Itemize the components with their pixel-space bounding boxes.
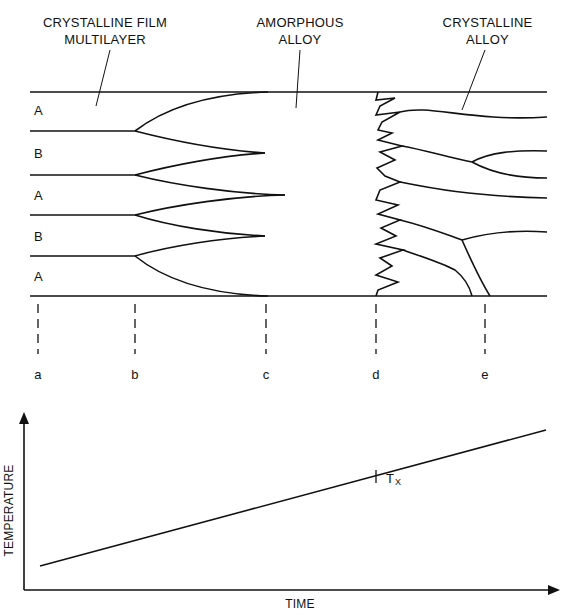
layer-label: A bbox=[34, 102, 43, 119]
amorphous-front bbox=[135, 236, 265, 256]
axis-arrowhead bbox=[548, 585, 560, 595]
grain-boundary bbox=[400, 182, 547, 198]
x-axis bbox=[24, 589, 552, 591]
amorphous-front bbox=[135, 131, 265, 153]
region-label: CRYSTALLINE FILM MULTILAYER bbox=[30, 14, 180, 48]
region-label: AMORPHOUS ALLOY bbox=[245, 14, 355, 48]
grain-boundary bbox=[462, 231, 547, 240]
time-point-label: e bbox=[481, 366, 488, 383]
axis-arrowhead bbox=[19, 412, 29, 424]
y-axis bbox=[23, 418, 25, 590]
leader-line bbox=[462, 50, 485, 110]
axis-title: TIME bbox=[285, 596, 314, 613]
amorphous-front bbox=[135, 153, 265, 175]
tx-tick bbox=[375, 470, 376, 483]
tx-subscript: X bbox=[395, 477, 401, 488]
film-bottom-line bbox=[30, 295, 547, 297]
region-label: CRYSTALLINE ALLOY bbox=[430, 14, 545, 48]
amorphous-front bbox=[135, 215, 265, 236]
temperature-ramp bbox=[40, 430, 546, 566]
layer-label: A bbox=[34, 187, 43, 204]
grain-boundary bbox=[400, 110, 547, 118]
leader-line bbox=[96, 50, 110, 106]
grain-boundary bbox=[402, 146, 472, 162]
interface-line bbox=[30, 174, 135, 176]
time-marker bbox=[265, 304, 266, 354]
layer-label: A bbox=[34, 268, 43, 285]
grain-boundary bbox=[472, 151, 547, 162]
axis-title: TEMPERATURE bbox=[2, 464, 19, 556]
crystallization-front bbox=[376, 92, 403, 296]
time-marker bbox=[484, 304, 485, 354]
interface-line bbox=[30, 255, 135, 257]
amorphous-front bbox=[135, 175, 285, 195]
amorphous-front bbox=[135, 92, 268, 131]
grain-boundary bbox=[403, 250, 472, 296]
time-point-label: a bbox=[34, 366, 41, 383]
amorphous-front bbox=[135, 256, 268, 296]
amorphous-front bbox=[135, 195, 285, 215]
leader-line bbox=[296, 50, 300, 108]
time-point-label: b bbox=[131, 366, 138, 383]
time-marker bbox=[134, 304, 135, 354]
time-marker bbox=[375, 304, 376, 354]
time-point-label: d bbox=[372, 366, 379, 383]
time-marker bbox=[37, 304, 38, 354]
interface-line bbox=[30, 214, 135, 216]
grain-boundary bbox=[400, 220, 462, 240]
layer-label: B bbox=[34, 228, 43, 245]
grain-boundary bbox=[472, 162, 547, 178]
interface-line bbox=[30, 130, 135, 132]
layer-label: B bbox=[34, 145, 43, 162]
tx-label: T bbox=[386, 470, 394, 487]
grain-boundary bbox=[462, 240, 490, 296]
time-point-label: c bbox=[263, 366, 270, 383]
